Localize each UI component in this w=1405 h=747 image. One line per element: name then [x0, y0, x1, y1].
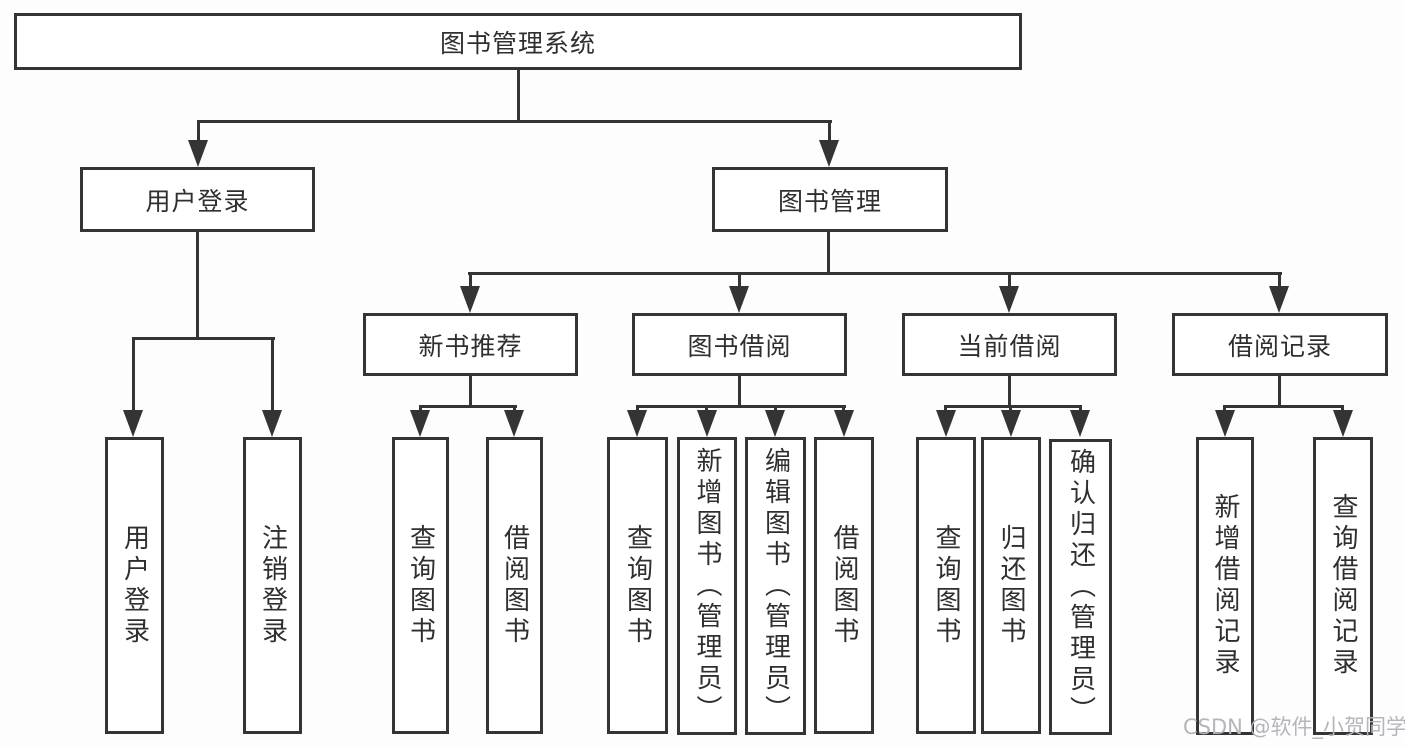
arrow-down-icon: [1269, 286, 1289, 313]
node-user-login: 用户登录: [80, 167, 315, 232]
node-add-book-admin: 新增图书（管理员）: [677, 437, 737, 735]
connector-leaf-shaft: [774, 405, 777, 413]
connector-leaf-shaft: [1223, 405, 1226, 413]
node-label: 图书借阅: [687, 331, 792, 361]
node-query-borrow-record: 查询借阅记录: [1313, 437, 1373, 735]
arrow-down-icon: [999, 286, 1019, 313]
node-label: 图书管理系统: [439, 28, 596, 58]
arrow-down-icon: [1215, 410, 1235, 437]
watermark: CSDN @软件_小贺同学: [1183, 715, 1405, 739]
connector-level1-hline: [197, 120, 832, 123]
connector-borrowing-hline: [636, 405, 846, 408]
node-add-borrow-record: 新增借阅记录: [1196, 437, 1254, 735]
arrow-down-icon: [697, 410, 717, 437]
node-borrow-books-borrow: 借阅图书: [814, 437, 874, 734]
connector-records-hline: [1223, 405, 1344, 408]
node-book-management: 图书管理: [712, 167, 948, 232]
node-label: 编辑图书（管理员）: [760, 446, 791, 726]
node-edit-book-admin: 编辑图书（管理员）: [745, 437, 806, 735]
node-borrow-books-recommend: 借阅图书: [486, 437, 543, 734]
node-label: 新书推荐: [418, 331, 523, 361]
arrow-down-icon: [936, 410, 956, 437]
node-borrowing-records: 借阅记录: [1172, 313, 1388, 376]
connector-user-login-hline: [132, 337, 275, 340]
connector-user-login-stem: [196, 232, 199, 339]
node-current-borrowing: 当前借阅: [902, 313, 1117, 376]
node-label: 新增借阅记录: [1210, 493, 1240, 679]
node-label: 新增图书（管理员）: [692, 446, 722, 726]
arrow-down-icon: [1001, 410, 1021, 437]
arrow-down-icon: [410, 410, 430, 437]
connector-level2-hline: [468, 272, 1282, 275]
connector-root-stem: [517, 70, 520, 123]
node-user-login-action: 用户登录: [105, 437, 164, 734]
node-label: 借阅图书: [499, 523, 530, 648]
arrow-down-icon: [504, 410, 524, 437]
connector-leaf-shaft: [636, 405, 639, 413]
connector-leaf-shaft: [1009, 405, 1012, 413]
connector-leaf-shaft: [1341, 405, 1344, 413]
node-label: 用户登录: [145, 186, 250, 216]
connector-leaf-shaft: [705, 405, 708, 413]
node-logout-action: 注销登录: [243, 437, 302, 734]
connector-leaf-shaft: [419, 405, 422, 413]
connector-current-shaft: [1008, 272, 1011, 288]
node-label: 借阅记录: [1227, 331, 1332, 361]
node-label: 用户登录: [119, 523, 150, 648]
connector-leaf-shaft: [1079, 405, 1082, 413]
connector-current-stem: [1008, 375, 1011, 407]
arrow-down-icon: [262, 410, 282, 437]
connector-leaf-shaft: [513, 405, 516, 413]
connector-borrowing-stem: [738, 375, 741, 407]
arrow-down-icon: [1333, 410, 1353, 437]
node-label: 当前借阅: [957, 331, 1062, 361]
node-query-books-current: 查询图书: [916, 437, 976, 734]
connector-current-hline: [944, 405, 1082, 408]
connector-user-login-shaft: [197, 120, 200, 144]
node-label: 查询图书: [622, 523, 653, 648]
node-label: 归还图书: [996, 523, 1026, 648]
node-new-book-recommend: 新书推荐: [363, 313, 578, 376]
arrow-down-icon: [460, 286, 480, 313]
connector-login-leaf-shaft: [132, 337, 135, 412]
connector-book-mgmt-stem: [827, 232, 830, 274]
arrow-down-icon: [819, 140, 839, 167]
connector-recommend-hline: [419, 405, 517, 408]
node-label: 注销登录: [257, 523, 288, 648]
connector-borrowing-shaft: [738, 272, 741, 288]
connector-records-stem: [1278, 375, 1281, 407]
connector-logout-leaf-shaft: [271, 337, 274, 412]
connector-book-mgmt-shaft: [828, 120, 831, 144]
arrow-down-icon: [123, 410, 143, 437]
node-label: 查询图书: [931, 523, 961, 648]
arrow-down-icon: [729, 286, 749, 313]
node-label: 查询借阅记录: [1328, 493, 1358, 679]
node-label: 确认归还（管理员）: [1065, 447, 1096, 727]
node-library-system: 图书管理系统: [14, 13, 1022, 70]
node-label: 查询图书: [405, 523, 436, 648]
arrow-down-icon: [1070, 410, 1090, 437]
arrow-down-icon: [765, 410, 785, 437]
arrow-down-icon: [188, 140, 208, 167]
node-label: 图书管理: [777, 186, 882, 216]
node-confirm-return-admin: 确认归还（管理员）: [1049, 439, 1112, 735]
connector-recommend-stem: [469, 375, 472, 407]
node-label: 借阅图书: [829, 523, 859, 648]
arrow-down-icon: [627, 410, 647, 437]
connector-records-shaft: [1278, 272, 1281, 288]
node-query-books-recommend: 查询图书: [392, 437, 449, 734]
arrow-down-icon: [834, 410, 854, 437]
connector-recommend-shaft: [469, 272, 472, 288]
node-return-books: 归还图书: [981, 437, 1041, 734]
node-query-books-borrow: 查询图书: [607, 437, 668, 734]
connector-leaf-shaft: [944, 405, 947, 413]
connector-leaf-shaft: [842, 405, 845, 413]
node-book-borrowing: 图书借阅: [632, 313, 847, 376]
